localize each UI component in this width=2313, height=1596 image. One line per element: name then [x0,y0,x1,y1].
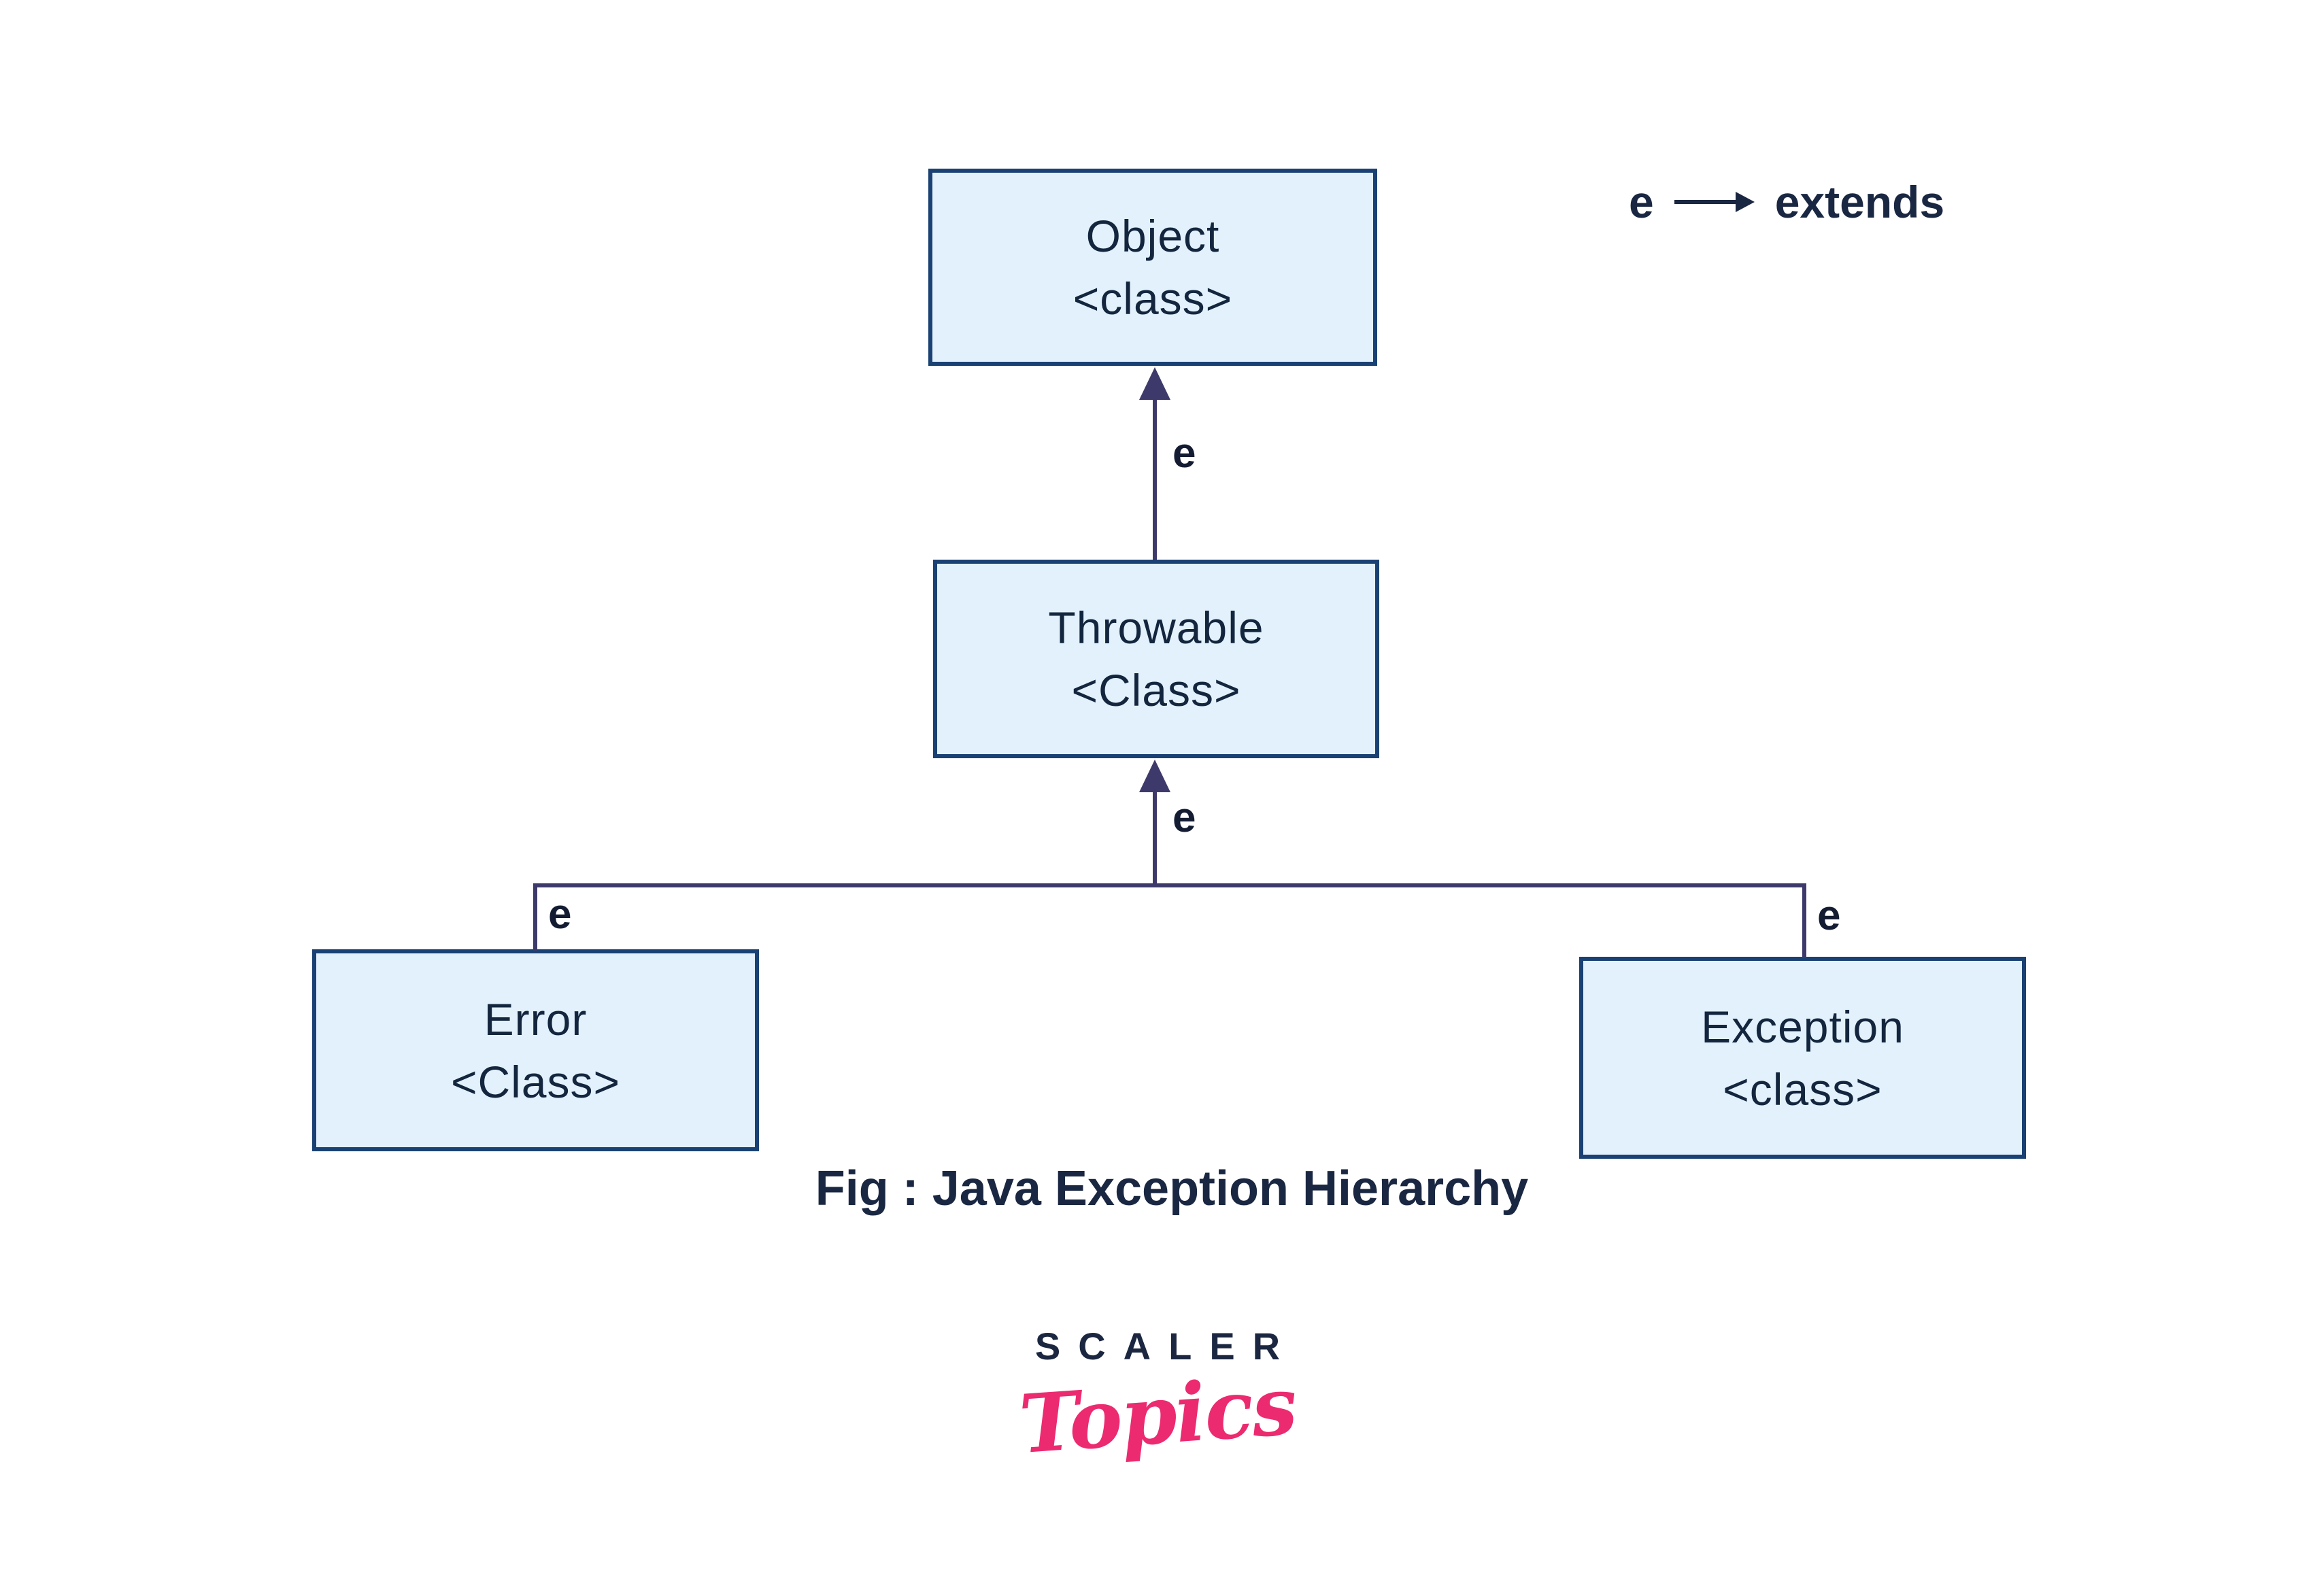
legend-symbol: e [1629,177,1654,227]
node-error-title: Error [484,994,588,1045]
connector-branch-to-exception [1802,885,1806,958]
node-error: Error <Class> [312,949,759,1151]
node-exception-subtitle: <class> [1723,1064,1883,1115]
node-exception: Exception <class> [1579,957,2026,1159]
connector-throwable-to-object [1153,398,1157,560]
node-object-subtitle: <class> [1073,273,1233,324]
connector-branch-to-error [533,885,537,951]
legend: e extends [1629,180,1944,224]
legend-arrow-icon [1674,192,1755,212]
scaler-logo-brand: SCALER [1034,1325,1298,1368]
legend-arrow-shaft [1674,200,1736,204]
arrowhead-up-throwable-icon [1139,760,1170,792]
edge-label-e-error: e [548,891,572,938]
node-error-subtitle: <Class> [450,1056,621,1107]
node-exception-title: Exception [1701,1001,1904,1052]
connector-branch-to-throwable [1153,791,1157,887]
figure-caption: Fig : Java Exception Hierarchy [815,1161,1529,1216]
legend-label: extends [1774,177,1945,227]
edge-label-e-throwable: e [1172,794,1196,841]
legend-arrowhead-right-icon [1735,192,1755,212]
arrowhead-up-object-icon [1139,367,1170,400]
edge-label-e-exception: e [1817,892,1841,939]
node-throwable-title: Throwable [1048,602,1264,653]
node-throwable-subtitle: <Class> [1071,665,1241,715]
connector-branch-horizontal [533,883,1806,887]
node-object: Object <class> [928,169,1377,366]
node-object-title: Object [1085,211,1220,261]
edge-label-e-object: e [1172,430,1196,477]
scaler-topics-logo: SCALER Topics [1016,1325,1298,1472]
node-throwable: Throwable <Class> [933,560,1379,758]
scaler-logo-product: Topics [1016,1357,1299,1472]
